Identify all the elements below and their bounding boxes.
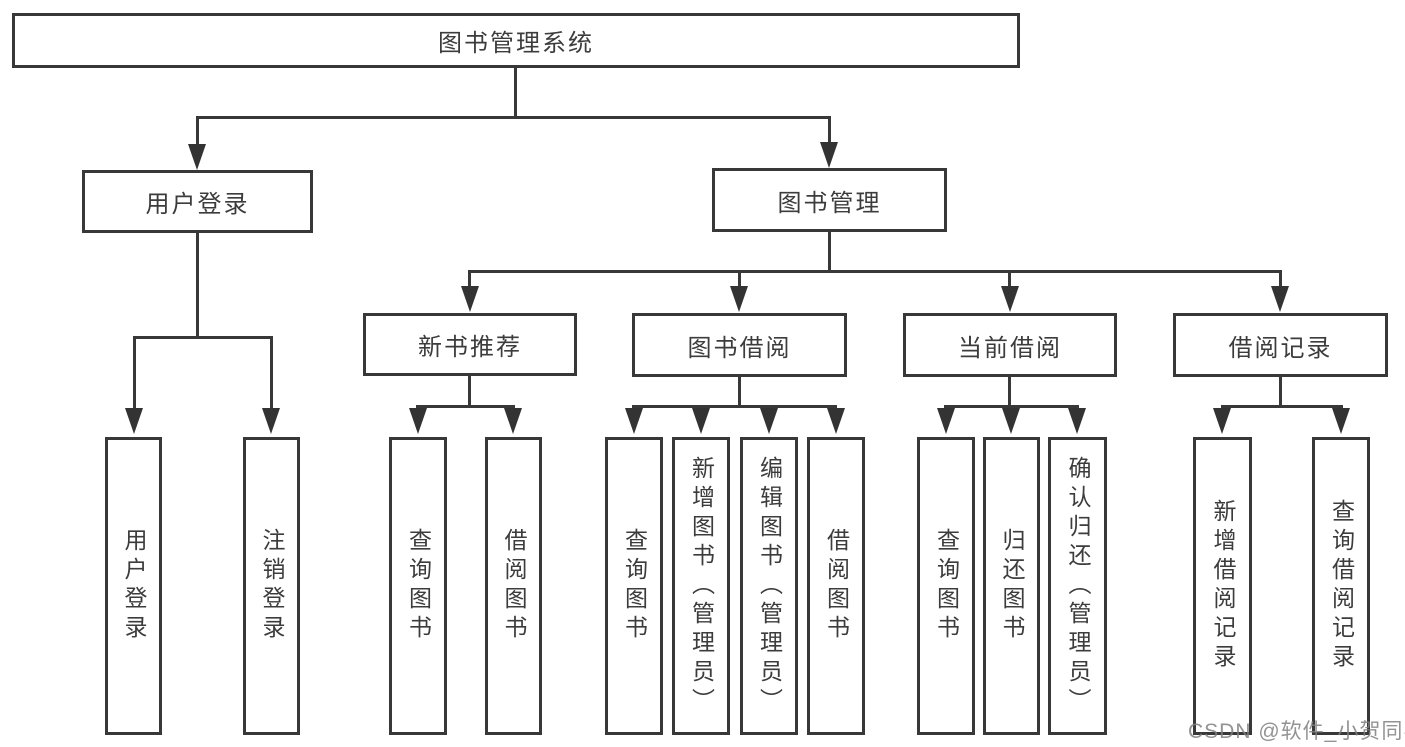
edge-book-mgmt-arm [828, 116, 831, 144]
leaf-borrow-add-books-admin: 新增图书（管理员） [672, 437, 730, 735]
edge-current-borrow-drop [1008, 377, 1011, 408]
edge-new-book-drop [468, 376, 471, 408]
node-label: 用户登录 [121, 528, 147, 644]
node-current-borrow: 当前借阅 [903, 313, 1117, 377]
node-label: 归还图书 [999, 528, 1025, 644]
edge-new-book-splitter [416, 405, 515, 408]
edge-borrow-records-drop [1279, 377, 1282, 408]
edge-book-mgmt-drop [828, 232, 831, 273]
node-new-book-recommend: 新书推荐 [363, 313, 577, 376]
edge-book-borrow-arm [738, 270, 741, 288]
edge-book-borrow-drop [738, 377, 741, 408]
arrow-down-icon [125, 408, 143, 434]
arrow-down-icon [692, 408, 710, 434]
arrow-down-icon [461, 286, 479, 312]
node-label: 查询图书 [621, 528, 648, 644]
arrow-down-icon [820, 142, 838, 168]
edge-leaf-user-login-arm [133, 336, 136, 409]
arrow-down-icon [827, 408, 845, 434]
arrow-down-icon [937, 408, 955, 434]
node-label: 查询借阅记录 [1328, 499, 1355, 673]
arrow-down-icon [1213, 408, 1231, 434]
edge-current-borrow-arm [1008, 270, 1011, 288]
arrow-down-icon [1068, 408, 1086, 434]
node-label: 确认归还（管理员） [1065, 455, 1091, 717]
leaf-current-confirm-return-admin: 确认归还（管理员） [1048, 437, 1107, 735]
leaf-records-add-borrow-record: 新增借阅记录 [1193, 437, 1252, 735]
edge-root-drop [514, 68, 517, 118]
edge-book-borrow-splitter [632, 405, 837, 408]
arrow-down-icon [1332, 408, 1350, 434]
watermark-text: CSDN @软件_小贺同学 [1188, 720, 1405, 743]
arrow-down-icon [262, 408, 280, 434]
leaf-newbook-borrow-books: 借阅图书 [485, 437, 542, 735]
arrow-down-icon [760, 408, 778, 434]
node-label: 注销登录 [259, 528, 285, 644]
arrow-down-icon [1271, 286, 1289, 312]
node-label: 借阅图书 [501, 528, 527, 644]
arrow-down-icon [730, 286, 748, 312]
node-label: 查询图书 [405, 528, 432, 644]
node-book-borrow: 图书借阅 [632, 313, 847, 377]
node-user-login: 用户登录 [82, 170, 313, 233]
node-label: 图书管理 [777, 189, 882, 217]
leaf-newbook-query-books: 查询图书 [389, 437, 447, 735]
leaf-borrow-query-books: 查询图书 [605, 437, 663, 735]
node-book-management: 图书管理 [712, 168, 947, 232]
arrow-down-icon [625, 408, 643, 434]
arrow-down-icon [188, 144, 206, 170]
edge-borrow-records-arm [1279, 270, 1282, 288]
leaf-current-query-books: 查询图书 [917, 437, 975, 735]
leaf-borrow-edit-books-admin: 编辑图书（管理员） [740, 437, 798, 735]
edge-borrow-records-splitter [1221, 405, 1343, 408]
node-label: 新增借阅记录 [1210, 499, 1236, 673]
leaf-borrow-borrow-books: 借阅图书 [807, 437, 865, 735]
arrow-down-icon [1002, 408, 1020, 434]
node-label: 新书推荐 [418, 334, 522, 361]
node-label: 借阅图书 [823, 528, 850, 644]
leaf-records-query-borrow-record: 查询借阅记录 [1312, 437, 1370, 735]
node-label: 用户登录 [145, 191, 250, 218]
edge-user-login-drop [196, 233, 199, 339]
leaf-current-return-books: 归还图书 [983, 437, 1040, 735]
edge-current-borrow-splitter [944, 405, 1079, 408]
node-label: 图书管理系统 [438, 30, 594, 57]
edge-leaf-logout-arm [270, 336, 273, 409]
arrow-down-icon [409, 408, 427, 434]
node-label: 新增图书（管理员） [688, 455, 715, 717]
node-root: 图书管理系统 [12, 13, 1020, 68]
arrow-down-icon [504, 408, 522, 434]
leaf-logout-login: 注销登录 [243, 437, 300, 735]
node-label: 编辑图书（管理员） [756, 455, 783, 717]
node-label: 借阅记录 [1228, 334, 1333, 362]
edge-new-book-arm [468, 270, 471, 288]
node-borrow-records: 借阅记录 [1173, 313, 1388, 377]
node-label: 查询图书 [933, 528, 960, 644]
leaf-user-login: 用户登录 [105, 437, 162, 735]
node-label: 图书借阅 [687, 334, 792, 362]
edge-user-login-arm [196, 116, 199, 146]
arrow-down-icon [1001, 286, 1019, 312]
edge-level3-splitter [469, 270, 1282, 273]
node-label: 当前借阅 [958, 334, 1062, 362]
edge-user-login-splitter [133, 336, 273, 339]
edge-level2-splitter [196, 116, 831, 119]
